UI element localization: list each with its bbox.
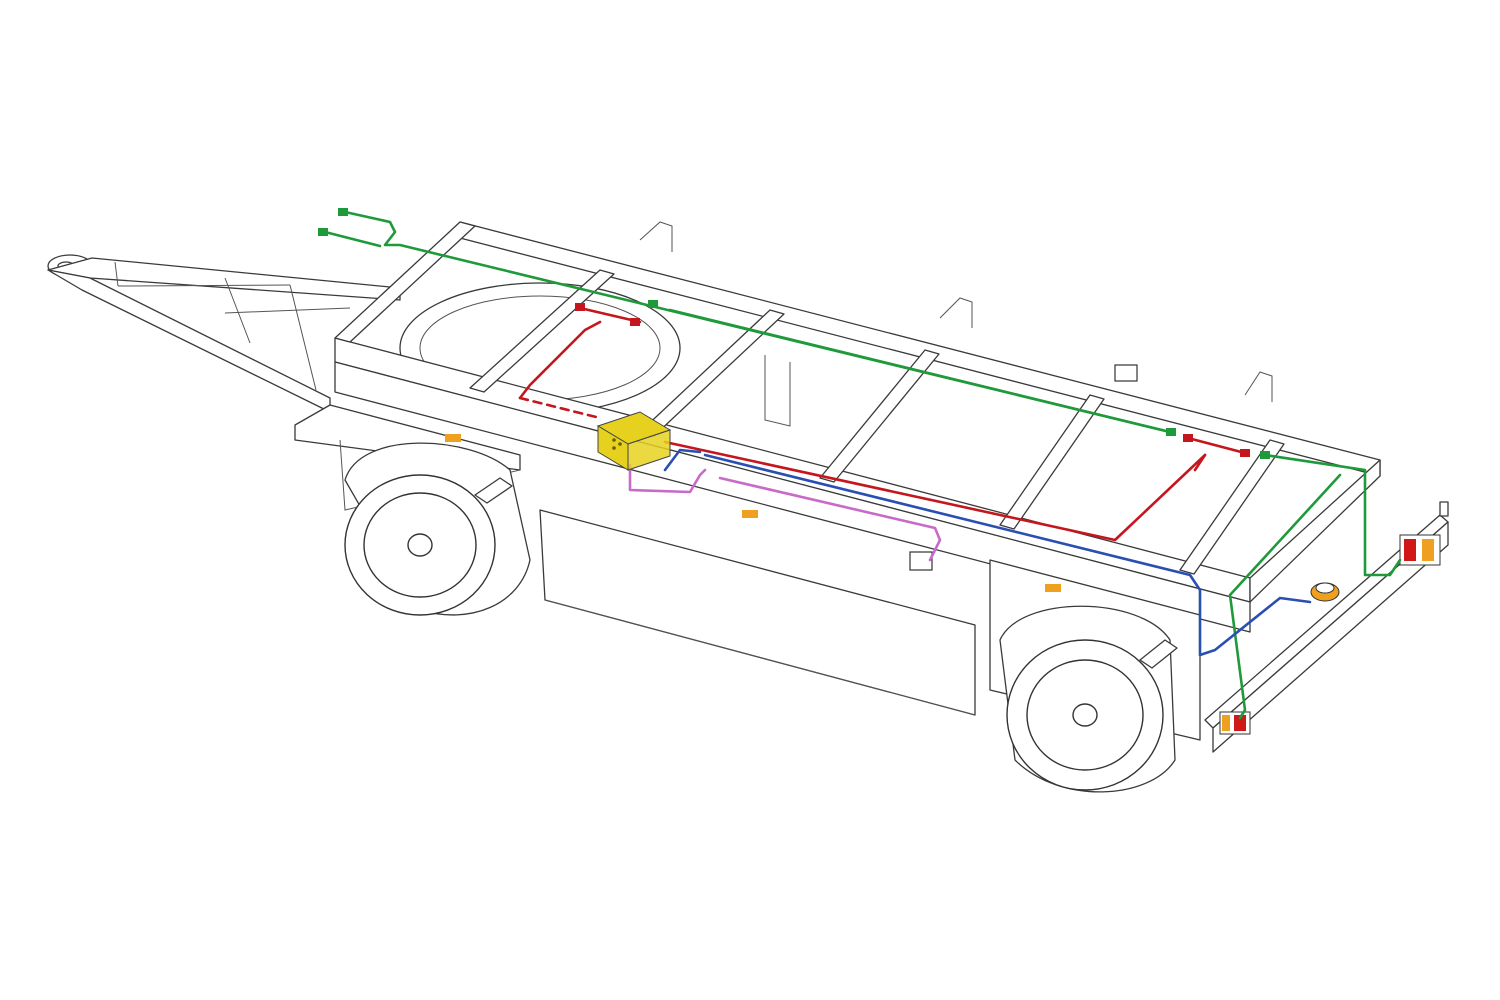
front-hub bbox=[407, 533, 433, 557]
harness-green-short bbox=[668, 308, 1172, 434]
plug-connector-icon bbox=[318, 228, 328, 236]
harness-red-front-drop bbox=[518, 320, 602, 400]
harness-red-dashed bbox=[518, 396, 602, 420]
harnesses bbox=[323, 210, 1402, 720]
side-skirt-lower-edge bbox=[544, 599, 976, 716]
connectors bbox=[318, 208, 1270, 459]
junction-box-icon bbox=[596, 411, 672, 471]
drawbar bbox=[47, 254, 401, 413]
side-marker-icon bbox=[445, 434, 1061, 592]
harness-green-feed bbox=[323, 230, 382, 248]
plug-connector-icon bbox=[338, 208, 348, 216]
rear-bumper bbox=[1204, 501, 1449, 753]
crossmember-5 bbox=[1179, 439, 1285, 575]
drawbar-braces bbox=[114, 261, 317, 391]
side-lamp-housing bbox=[909, 551, 933, 571]
plug-connector-icon bbox=[1166, 428, 1176, 436]
crossmember-3 bbox=[819, 349, 940, 483]
harness-green-drop bbox=[1228, 473, 1342, 720]
front-wheel bbox=[344, 442, 531, 616]
harness-red-main bbox=[663, 440, 1207, 542]
mid-post bbox=[764, 355, 791, 427]
rear-crossbeam bbox=[1249, 459, 1381, 603]
rear-wheel bbox=[999, 605, 1178, 793]
plug-connector-icon bbox=[575, 303, 585, 311]
harness-green-rear bbox=[1263, 453, 1402, 577]
outrigger-brackets bbox=[639, 221, 1273, 402]
plug-connector-icon bbox=[1240, 449, 1250, 457]
bumper-end-right bbox=[1439, 501, 1449, 517]
harness-blue-main bbox=[663, 448, 1312, 657]
drawbar-cross bbox=[117, 284, 351, 314]
near-rail-web bbox=[334, 361, 1251, 633]
plug-connector-icon bbox=[1260, 451, 1270, 459]
tail-lamp-icon bbox=[1219, 711, 1251, 735]
far-side-lamp-housing bbox=[1114, 364, 1138, 382]
harness-green-main bbox=[343, 210, 1172, 434]
side-panel bbox=[539, 509, 976, 716]
crossmember-1 bbox=[469, 269, 615, 393]
plug-connector-icon bbox=[1183, 434, 1193, 442]
plug-connector-icon bbox=[630, 318, 640, 326]
beacon-icon bbox=[1310, 582, 1340, 602]
lamps bbox=[445, 364, 1441, 735]
front-axle-stub bbox=[474, 477, 513, 504]
harness-pink-main bbox=[628, 463, 942, 562]
plug-connector-icon bbox=[648, 300, 658, 308]
bumper-face bbox=[1212, 521, 1449, 753]
front-crossbeam bbox=[334, 221, 476, 343]
crossmember-4 bbox=[999, 394, 1105, 530]
tail-lamp-icon bbox=[1399, 534, 1441, 566]
rear-axle-stub bbox=[1139, 639, 1178, 669]
harness-red-rear-drop bbox=[1193, 453, 1207, 472]
rear-hub bbox=[1072, 703, 1098, 727]
harness-red-rear-stub bbox=[1186, 436, 1247, 455]
